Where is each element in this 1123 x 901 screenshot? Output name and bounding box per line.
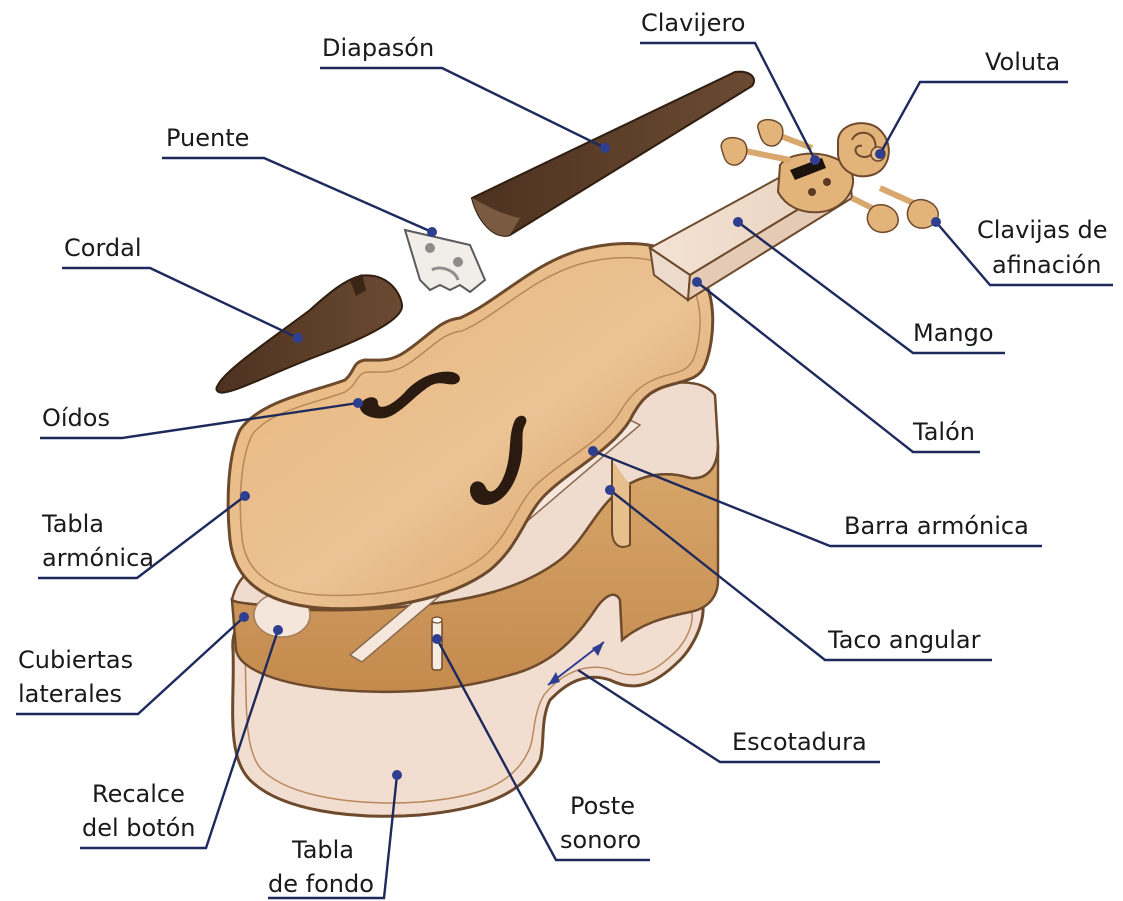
label-tabla-fondo-line1: Tabla — [291, 836, 354, 864]
label-barra-armonica: Barra armónica — [844, 512, 1029, 540]
label-tabla-armonica-line2: armónica — [42, 544, 154, 572]
label-clavijas-line2: afinación — [992, 251, 1102, 279]
leader-diapason — [320, 68, 610, 153]
label-escotadura: Escotadura — [732, 728, 867, 756]
bridge — [405, 230, 485, 292]
label-recalce-line1: Recalce — [92, 780, 185, 808]
label-tabla-fondo-line2: de fondo — [268, 870, 374, 898]
label-poste-line2: sonoro — [560, 826, 641, 854]
label-cordal: Cordal — [64, 234, 142, 262]
label-mango: Mango — [913, 319, 994, 347]
leader-puente — [162, 158, 437, 237]
leader-cordal — [62, 268, 303, 343]
label-taco-angular: Taco angular — [827, 626, 981, 654]
label-talon: Talón — [912, 418, 975, 446]
label-clavijas-line1: Clavijas de — [977, 216, 1108, 244]
label-clavijero: Clavijero — [641, 9, 745, 37]
label-recalce-line2: del botón — [82, 814, 196, 842]
leader-voluta — [875, 82, 1068, 159]
fingerboard — [472, 72, 754, 236]
peg-3 — [852, 198, 898, 232]
label-cubiertas-line2: laterales — [18, 680, 122, 708]
peg-2 — [758, 120, 812, 148]
label-cubiertas-line1: Cubiertas — [18, 646, 133, 674]
label-poste-line1: Poste — [570, 792, 635, 820]
label-puente: Puente — [166, 124, 249, 152]
label-tabla-armonica-line1: Tabla — [41, 510, 104, 538]
label-diapason: Diapasón — [322, 34, 434, 62]
label-oidos: Oídos — [42, 404, 110, 432]
label-voluta: Voluta — [985, 48, 1060, 76]
